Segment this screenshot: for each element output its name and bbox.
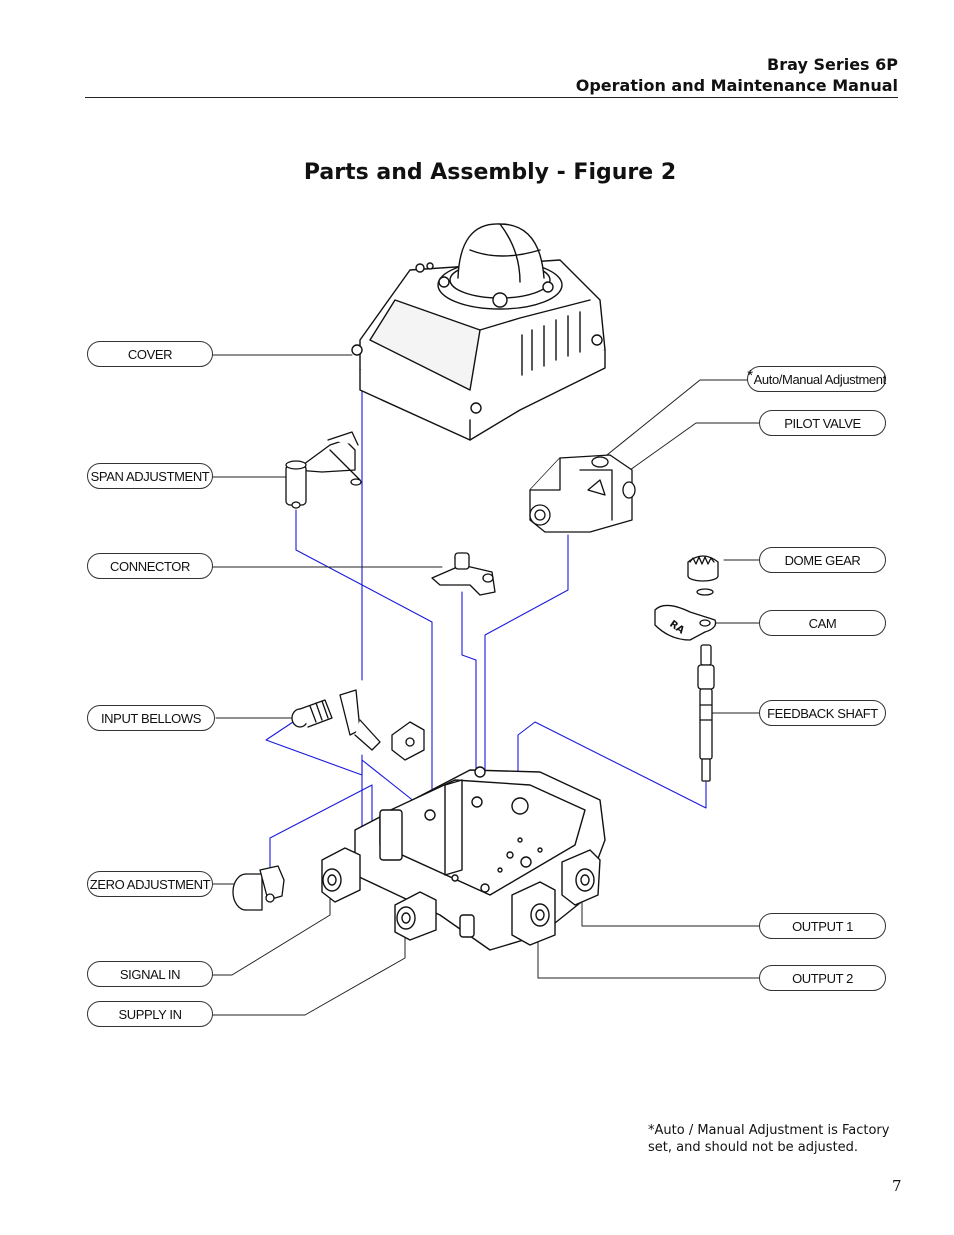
label-feedback-shaft-text: FEEDBACK SHAFT (767, 705, 878, 721)
header-series: Bray Series 6P (767, 55, 898, 74)
footnote-line-1: *Auto / Manual Adjustment is Factory (648, 1123, 890, 1138)
label-connector: CONNECTOR (87, 553, 213, 579)
connector-part (431, 552, 496, 596)
base-manifold-part (354, 766, 606, 951)
page-number: 7 (892, 1177, 902, 1195)
label-pilot-valve: PILOT VALVE (759, 410, 886, 436)
label-cover: COVER (87, 341, 213, 367)
span-adjustment-part (285, 431, 362, 509)
pilot-leader (629, 422, 761, 471)
label-signal-in: SIGNAL IN (87, 961, 213, 987)
label-input-bellows: INPUT BELLOWS (87, 705, 215, 731)
leader-lines (211, 354, 761, 1016)
label-output-2-text: OUTPUT 2 (792, 970, 853, 986)
label-cam-text: CAM (808, 615, 837, 631)
label-supply-in-text: SUPPLY IN (118, 1006, 182, 1022)
header-manual-title: Operation and Maintenance Manual (575, 76, 898, 95)
span-assembly-path (295, 509, 433, 801)
label-span-adjustment: SPAN ADJUSTMENT (87, 463, 213, 489)
label-output-1: OUTPUT 1 (759, 913, 886, 939)
footnote-line-2: set, and should not be adjusted. (648, 1140, 859, 1155)
footnote-asterisk: * (747, 366, 753, 384)
label-signal-in-text: SIGNAL IN (119, 966, 181, 982)
label-zero-adjustment-text: ZERO ADJUSTMENT (89, 876, 211, 892)
label-auto-manual-adjustment: * Auto/Manual Adjustment (747, 366, 886, 392)
label-output-1-text: OUTPUT 1 (792, 918, 853, 934)
auto-manual-leader (596, 379, 749, 464)
label-span-adjustment-text: SPAN ADJUSTMENT (90, 468, 210, 484)
cover-part (351, 223, 606, 441)
pilot-valve-part (529, 454, 636, 533)
label-pilot-valve-text: PILOT VALVE (784, 415, 861, 431)
figure-title: Parts and Assembly - Figure 2 (303, 160, 677, 185)
label-auto-manual-adjustment-text: Auto/Manual Adjustment (753, 371, 887, 387)
document-header: Bray Series 6P Operation and Maintenance… (576, 54, 898, 96)
port-blocks (321, 847, 601, 946)
label-output-2: OUTPUT 2 (759, 965, 886, 991)
bellows-assembly-path (265, 719, 426, 811)
assembly-paths (265, 364, 707, 886)
pilot-assembly-path (484, 534, 569, 886)
label-zero-adjustment: ZERO ADJUSTMENT (87, 871, 213, 897)
input-bellows-part (291, 689, 425, 761)
label-input-bellows-text: INPUT BELLOWS (100, 710, 202, 726)
label-dome-gear-text: DOME GEAR (784, 552, 861, 568)
cam-part (654, 604, 717, 641)
cover-fins (521, 311, 581, 376)
label-dome-gear: DOME GEAR (759, 547, 886, 573)
feedback-shaft-part (697, 644, 715, 782)
footnote: *Auto / Manual Adjustment is Factory set… (648, 1122, 908, 1156)
label-connector-text: CONNECTOR (110, 558, 190, 574)
zero-assembly-path (269, 784, 373, 871)
zero-adjustment-part (232, 865, 285, 911)
output1-leader (581, 881, 761, 927)
label-supply-in: SUPPLY IN (87, 1001, 213, 1027)
label-feedback-shaft: FEEDBACK SHAFT (759, 700, 886, 726)
dome-gear-part (687, 555, 719, 596)
header-rule (85, 97, 898, 98)
supply-leader (211, 924, 406, 1016)
label-cam: CAM (759, 610, 886, 636)
label-cover-text: COVER (127, 346, 173, 362)
output2-leader (537, 939, 761, 979)
